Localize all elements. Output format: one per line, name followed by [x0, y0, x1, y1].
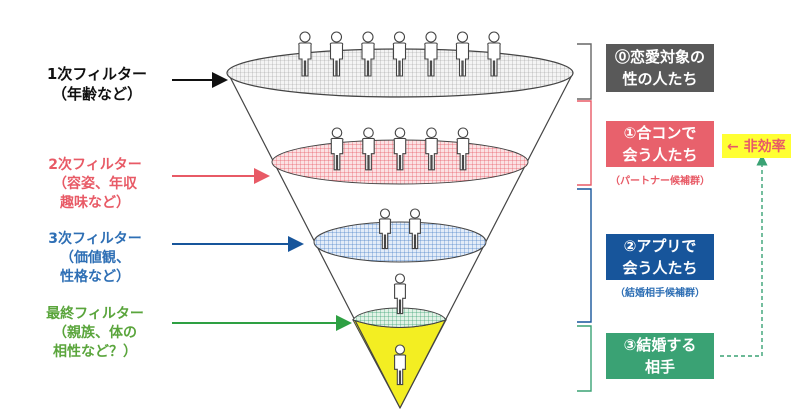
group-2-line-1: ②アプリで: [623, 237, 697, 255]
person-icon: [455, 31, 470, 77]
filter-2-note-2: 趣味など）: [60, 195, 130, 211]
person-icon: [487, 31, 501, 77]
filter-2-title: 2次フィルター: [48, 157, 142, 173]
bracket-icon: [577, 43, 592, 100]
person-icon: [329, 31, 344, 77]
person-icon: [408, 208, 422, 250]
person-icon: [393, 344, 407, 386]
filter-3-title: 3次フィルター: [48, 231, 142, 247]
filter-3-note-2: 性格など）: [60, 269, 130, 285]
filter-1-note: （年齢など）: [51, 85, 142, 103]
person-icon: [361, 31, 375, 77]
bracket-icon: [577, 188, 592, 323]
person-icon: [392, 31, 407, 77]
person-icon: [298, 31, 312, 77]
level-3-ellipse: [352, 307, 447, 328]
level-2-ellipse: [313, 221, 487, 263]
group-3-line-1: ③結婚する: [623, 336, 697, 354]
person-icon: [425, 127, 438, 171]
filter-final-note-1: （親族、体の: [53, 325, 137, 341]
people-group: [298, 31, 501, 386]
spouse-candidates-label: （結婚相手候補群）: [615, 288, 705, 299]
funnel-right-edge: [399, 72, 574, 409]
person-icon: [330, 127, 344, 171]
group-3-box: ③結婚する 相手: [606, 333, 714, 379]
group-0-line-2: 性の人たち: [622, 70, 698, 88]
inefficiency-label: ← 非効率: [722, 134, 791, 158]
person-icon: [393, 127, 407, 171]
bracket-icon: [577, 325, 592, 392]
filter-2-note-1: （容姿、年収: [53, 176, 137, 192]
group-0-line-1: ⓪恋愛対象の: [614, 48, 705, 66]
filter-3-note-1: （価値観、: [60, 250, 130, 266]
group-2-box: ②アプリで 会う人たち: [606, 234, 714, 280]
filter-final-label: 最終フィルター （親族、体の 相性など？）: [20, 305, 170, 362]
filter-final-note-2: 相性など？）: [53, 344, 137, 360]
group-0-box: ⓪恋愛対象の 性の人たち: [606, 44, 714, 92]
filter-final-title: 最終フィルター: [46, 306, 144, 322]
filter-1-label: 1次フィルター （年齢など）: [22, 64, 172, 104]
person-icon: [378, 208, 392, 250]
filter-3-label: 3次フィルター （価値観、 性格など）: [20, 230, 170, 287]
bracket-icon: [577, 100, 592, 186]
filter-1-title: 1次フィルター: [46, 65, 148, 83]
filter-2-label: 2次フィルター （容姿、年収 趣味など）: [20, 156, 170, 213]
partner-candidates-label: （パートナー候補群）: [610, 176, 710, 187]
dashed-arrow-icon: [720, 154, 768, 357]
group-2-line-2: 会う人たち: [622, 259, 698, 277]
person-icon: [362, 127, 375, 171]
group-1-line-2: 会う人たち: [622, 146, 698, 164]
group-3-line-2: 相手: [644, 358, 675, 376]
person-icon: [424, 31, 438, 77]
group-1-box: ①合コンで 会う人たち: [606, 121, 714, 167]
person-icon: [393, 273, 407, 315]
group-1-line-1: ①合コンで: [623, 124, 697, 142]
person-icon: [456, 127, 470, 171]
